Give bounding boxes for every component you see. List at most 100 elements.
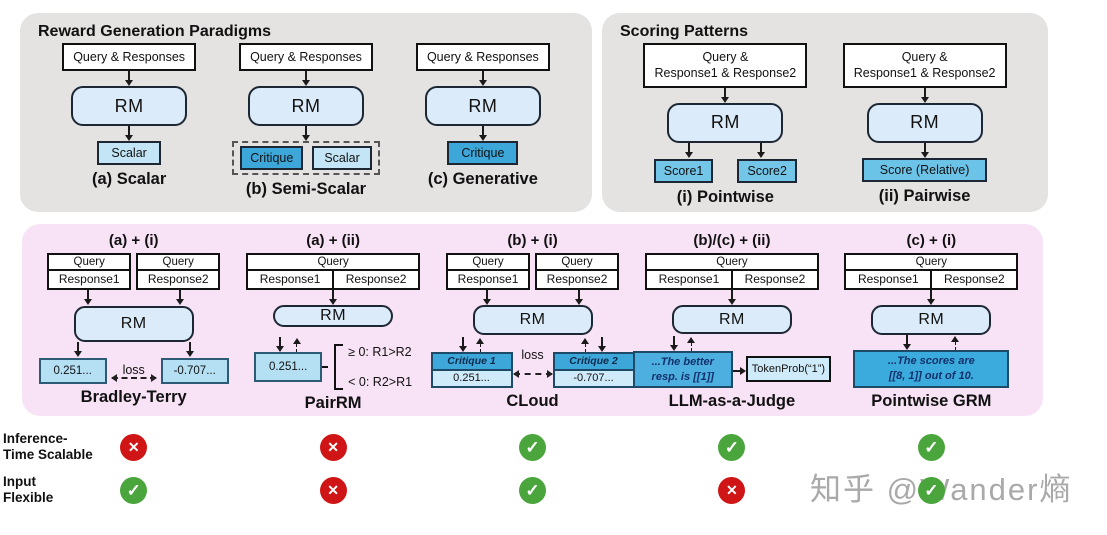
query-cell: Query: [646, 255, 817, 271]
critique2-box: Critique 2 -0.707...: [552, 352, 635, 388]
response1-cell: Response1: [457, 272, 519, 286]
method-header: (b)/(c) + (ii): [693, 232, 771, 249]
arrow-down-icon: [329, 290, 338, 305]
critique1-label: Critique 1: [432, 354, 511, 371]
method-caption: LLM-as-a-Judge: [668, 392, 796, 410]
grm-output-box: ...The scores are [[8, 1]] out of 10.: [853, 350, 1010, 388]
loss-label: loss: [122, 362, 145, 377]
label-line1: Inference-: [3, 431, 68, 446]
input-line1: Query &: [901, 50, 948, 64]
scoring-patterns-panel: Scoring Patterns Query & Response1 & Res…: [602, 13, 1048, 212]
arrow-down-icon: [670, 336, 679, 352]
scoring-pairwise: Query & Response1 & Response2 RM Score (…: [842, 43, 1007, 206]
dashed-arrow-up-icon: [687, 337, 696, 352]
arrow-down-icon: [927, 290, 936, 305]
method-llm-as-a-judge: (b)/(c) + (ii) Query Response1 Response2…: [632, 229, 832, 411]
rm-box: RM: [871, 305, 992, 336]
arrow-down-icon: [721, 87, 730, 103]
response2-cell: Response2: [147, 272, 209, 286]
critique2-label: Critique 2: [554, 354, 633, 371]
paradigm-caption: (a) Scalar: [91, 170, 167, 189]
paradigms-title: Reward Generation Paradigms: [38, 23, 271, 40]
paradigm-scalar: Query & Responses RM Scalar (a) Scalar: [62, 43, 197, 189]
judge-output-line2: resp. is [[1]]: [651, 370, 714, 383]
arrow-down-icon: [685, 142, 694, 159]
label-line2: Time Scalable: [3, 447, 93, 463]
method-header: (c) + (i): [906, 232, 957, 249]
method-pointwise-grm: (c) + (i) Query Response1 Response2 RM .…: [832, 229, 1031, 411]
arrow-down-icon: [482, 290, 491, 305]
score-value-box: -0.707...: [160, 358, 229, 384]
paradigm-caption: (c) Generative: [427, 170, 538, 189]
loss-arrow-icon: [110, 373, 157, 382]
response1-cell: Response1: [58, 272, 120, 286]
arrow-down-icon: [83, 290, 92, 306]
arrow-down-icon: [73, 342, 82, 358]
response2-cell: Response2: [943, 272, 1005, 286]
input-table-2: Query Response2: [136, 253, 221, 290]
methods-panel: (a) + (i) Query Response1 Query Response…: [22, 224, 1043, 416]
status-icon: [120, 477, 148, 504]
scalar-output-box: Scalar: [312, 146, 372, 171]
arrow-down-icon: [125, 126, 134, 142]
status-icon: [519, 477, 547, 504]
rm-box: RM: [247, 86, 364, 127]
input-box: Query & Responses: [239, 43, 373, 72]
arrow-down-icon: [574, 290, 583, 305]
connector-line: [322, 366, 329, 368]
response2-cell: Response2: [546, 272, 608, 286]
method-caption: PairRM: [304, 394, 362, 412]
label-line2: Flexible: [3, 490, 54, 506]
rm-box: RM: [424, 86, 541, 127]
tokenprob-box: TokenProb(“1”): [745, 356, 832, 382]
arrow-down-icon: [301, 126, 310, 142]
query-cell: Query: [448, 255, 529, 271]
status-icon: [917, 434, 945, 461]
response2-cell: Response2: [744, 272, 806, 286]
input-box: Query & Response1 & Response2: [842, 43, 1007, 88]
input-box: Query & Response1 & Response2: [643, 43, 808, 88]
method-header: (a) + (ii): [306, 232, 360, 249]
rm-box: RM: [667, 102, 784, 143]
reward-generation-paradigms-panel: Reward Generation Paradigms Query & Resp…: [20, 13, 592, 212]
rule-positive: ≥ 0: R1>R2: [348, 345, 412, 359]
method-caption: CLoud: [506, 392, 559, 410]
dashed-arrow-up-icon: [581, 338, 590, 352]
loss-label: loss: [521, 348, 544, 362]
score1-box: Score1: [653, 158, 714, 183]
critique1-value: 0.251...: [432, 371, 511, 386]
arrow-down-icon: [903, 335, 912, 351]
inference-time-scalable-row: [22, 434, 1043, 461]
input-table: Query Response1 Response2: [644, 253, 819, 290]
query-cell: Query: [248, 255, 419, 271]
rm-box: RM: [472, 305, 593, 335]
input-table-1: Query Response1: [446, 253, 531, 290]
score-value-box: 0.251...: [38, 358, 107, 384]
status-icon: [519, 434, 547, 461]
status-icon: [120, 434, 148, 461]
scoring-title: Scoring Patterns: [620, 23, 749, 40]
scoring-pointwise: Query & Response1 & Response2 RM Score1 …: [643, 43, 808, 207]
paradigm-semi-scalar: Query & Responses RM Critique Scalar (b)…: [232, 43, 380, 199]
method-bradley-terry: (a) + (i) Query Response1 Query Response…: [34, 229, 233, 411]
response1-cell: Response1: [647, 271, 733, 288]
status-icon: [917, 477, 945, 504]
status-icon: [718, 477, 746, 504]
critique-output-box: Critique: [240, 146, 304, 171]
critique-output-box: Critique: [447, 141, 519, 166]
arrow-right-icon: [732, 367, 746, 375]
critique2-value: -0.707...: [554, 371, 633, 386]
paradigm-generative: Query & Responses RM Critique (c) Genera…: [415, 43, 550, 189]
rm-box: RM: [71, 86, 188, 127]
input-box: Query & Responses: [415, 43, 550, 72]
arrow-down-icon: [757, 142, 766, 159]
response1-cell: Response1: [248, 271, 335, 288]
score-relative-box: Score (Relative): [861, 157, 988, 182]
input-table-2: Query Response2: [535, 253, 620, 290]
rule-negative: < 0: R2>R1: [348, 375, 413, 389]
label-line1: Input: [3, 474, 36, 489]
input-line2: Response1 & Response2: [654, 66, 797, 81]
input-line2: Response1 & Response2: [853, 66, 996, 81]
scoring-caption: (i) Pointwise: [676, 187, 774, 206]
input-table-1: Query Response1: [47, 253, 132, 290]
